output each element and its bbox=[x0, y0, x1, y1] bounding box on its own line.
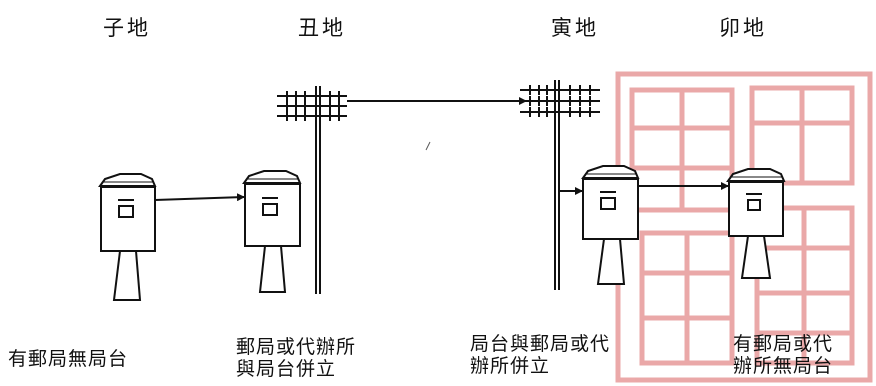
caption-yin: 局台與郵局或代 辦所併立 bbox=[470, 333, 610, 377]
caption-yin-line1: 局台與郵局或代 bbox=[470, 333, 611, 355]
caption-chou-line1: 郵局或代辦所 bbox=[236, 336, 357, 358]
telegraph-pole-chou bbox=[277, 86, 347, 294]
region-label-zi: 子地 bbox=[103, 16, 151, 40]
region-label-yin: 寅地 bbox=[551, 16, 599, 40]
library-seal-stamp bbox=[615, 71, 873, 383]
caption-mao-line2: 辦所無局台 bbox=[733, 355, 834, 377]
caption-zi: 有郵局無局台 bbox=[8, 348, 129, 370]
stray-mark bbox=[425, 141, 431, 151]
caption-chou: 郵局或代辦所 與局台併立 bbox=[236, 336, 356, 380]
mailbox-yin bbox=[581, 165, 640, 285]
arrow-zi-to-chou bbox=[154, 193, 245, 202]
mailbox-mao bbox=[726, 168, 786, 279]
mailbox-chou bbox=[242, 170, 302, 293]
caption-mao-line1: 有郵局或代 bbox=[733, 333, 834, 355]
caption-mao: 有郵局或代 辦所無局台 bbox=[733, 333, 833, 377]
caption-chou-line2: 與局台併立 bbox=[236, 358, 337, 380]
region-label-chou: 丑地 bbox=[298, 16, 346, 40]
connection-arrows bbox=[154, 97, 729, 202]
mailbox-zi bbox=[98, 173, 157, 301]
caption-yin-line2: 辦所併立 bbox=[470, 355, 551, 377]
telegraph-pole-yin bbox=[520, 80, 600, 290]
region-label-mao: 卯地 bbox=[719, 16, 767, 40]
